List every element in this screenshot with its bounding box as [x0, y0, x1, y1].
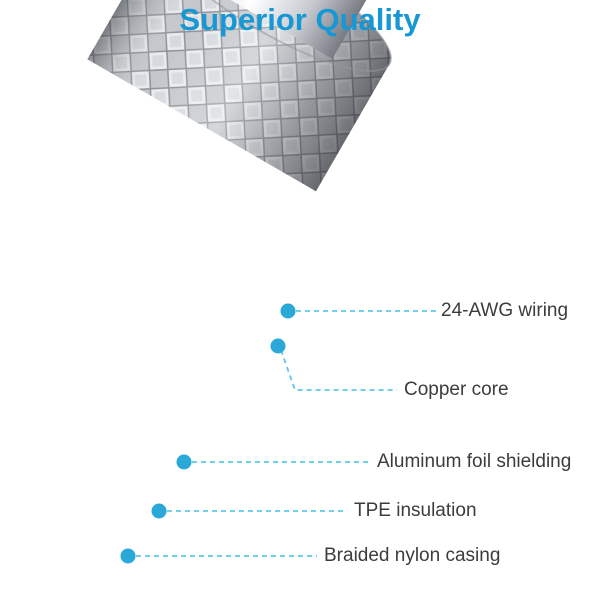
cable-group	[87, 0, 392, 192]
label-aluminum-foil-shielding: Aluminum foil shielding	[377, 451, 572, 472]
callout-dot-awg-wiring	[280, 303, 296, 319]
braided-nylon-casing-layer	[87, 0, 392, 192]
label-awg-wiring: 24-AWG wiring	[441, 300, 569, 321]
callout-dot-copper-core	[270, 338, 286, 354]
callout-dot-braided-casing	[120, 548, 136, 564]
callout-dot-tpe-insulation	[151, 503, 167, 519]
tpe-insulation-layer	[176, 0, 378, 59]
label-braided-nylon-casing: Braided nylon casing	[324, 545, 501, 566]
callout-line-copper-core	[280, 349, 397, 391]
callout-dot-aluminum-foil	[176, 454, 192, 470]
callout-lines	[136, 310, 436, 557]
label-tpe-insulation: TPE insulation	[354, 500, 477, 521]
callout-dots	[120, 303, 296, 564]
page-title: Superior Quality	[179, 2, 421, 37]
label-copper-core: Copper core	[404, 379, 509, 400]
